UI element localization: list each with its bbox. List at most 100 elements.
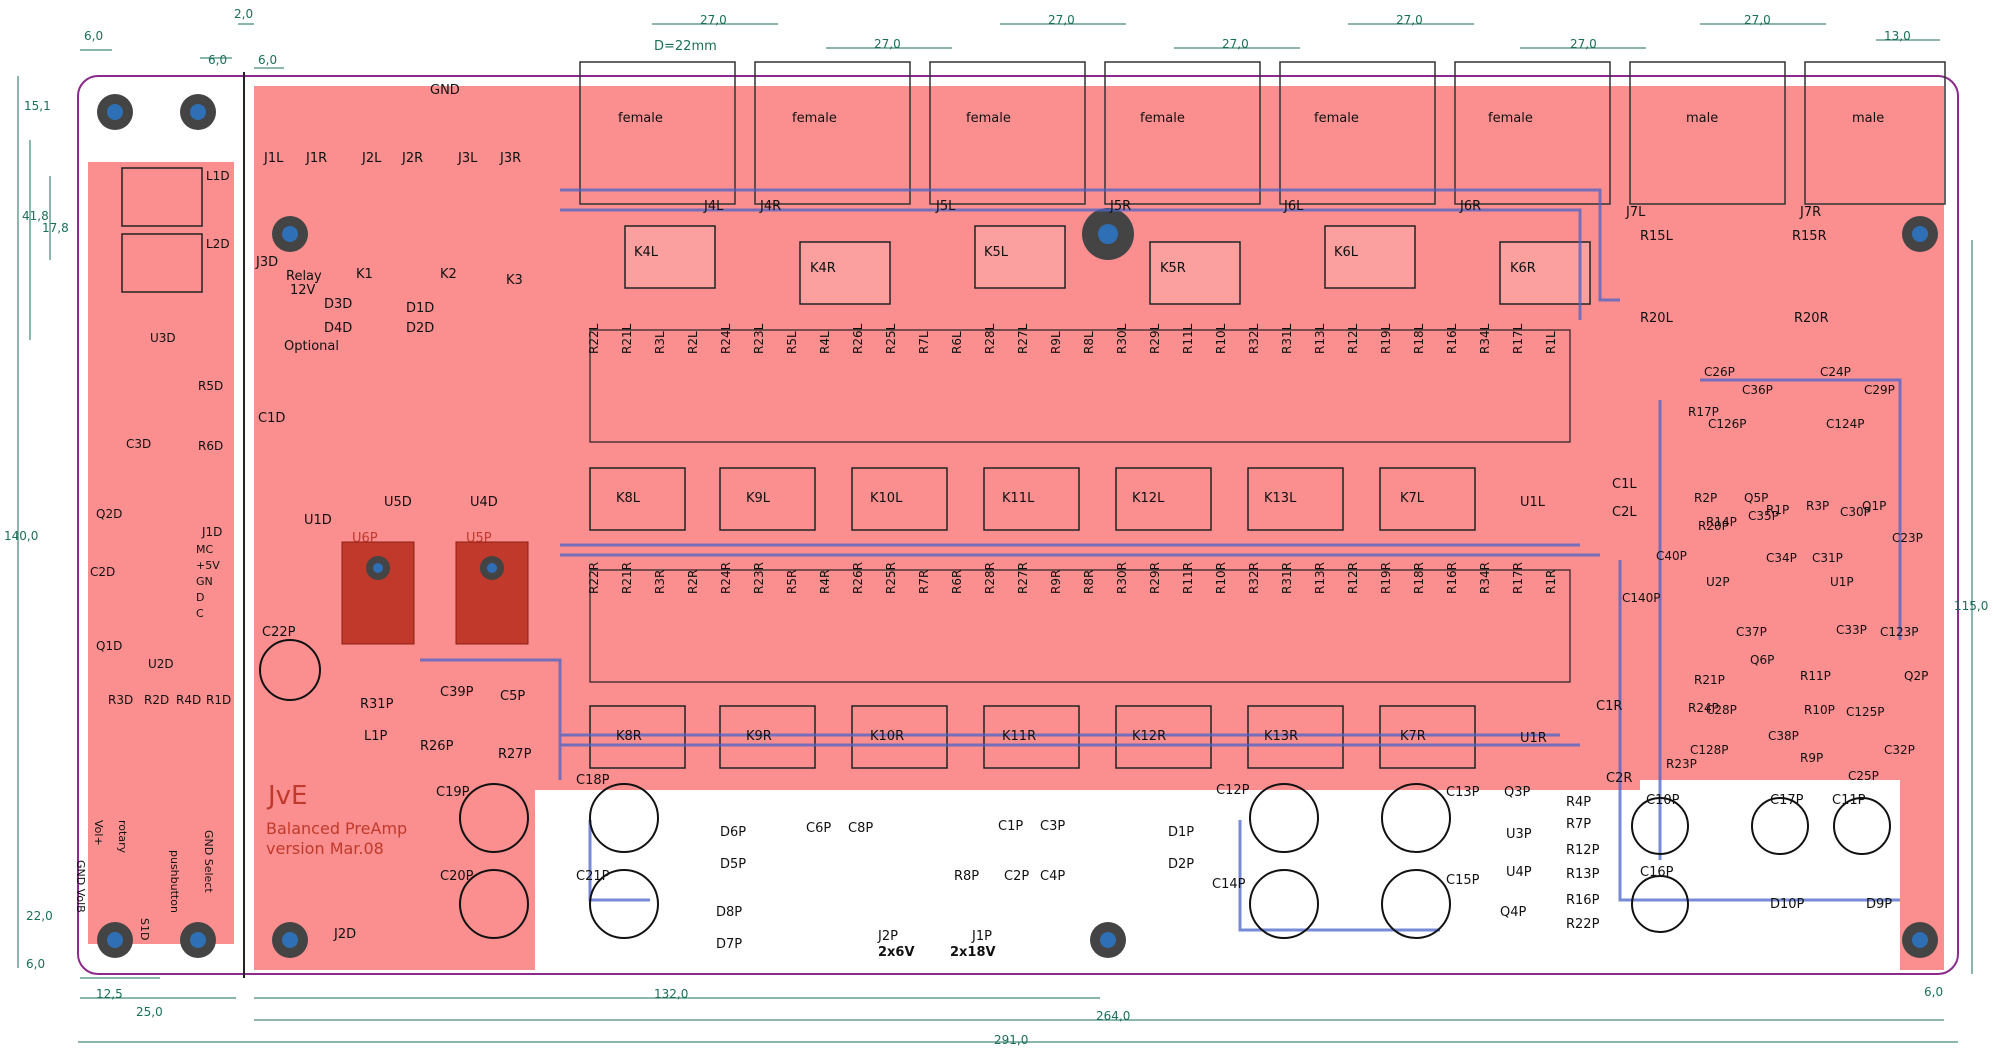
- label-res-r29l: R29L: [1148, 323, 1162, 354]
- label-d1d: D1D: [406, 301, 435, 316]
- dim-left-41-8: 41,8: [22, 209, 49, 223]
- label-res-r16l: R16L: [1445, 323, 1459, 354]
- label-res-r4l: R4L: [818, 331, 832, 354]
- dim-left-15: 15,1: [24, 99, 51, 113]
- label-res-r28l: R28L: [983, 323, 997, 354]
- label-d3d: D3D: [324, 297, 353, 312]
- label-res-r26l: R26L: [851, 323, 865, 354]
- label-res-r21r: R21R: [620, 562, 634, 594]
- label-part-r24p: R24P: [1688, 701, 1719, 715]
- label-part-c128p: C128P: [1690, 743, 1729, 757]
- label-res-r25r: R25R: [884, 562, 898, 594]
- label-c11p: C11P: [1832, 793, 1866, 808]
- label-u1d: U1D: [304, 513, 332, 528]
- label-res-r28r: R28R: [983, 562, 997, 594]
- label-part-c26p: C26P: [1704, 365, 1735, 379]
- label-u4d: U4D: [470, 495, 498, 510]
- label-k5l: K5L: [984, 245, 1009, 260]
- label-display-l2d: L2D: [206, 237, 230, 251]
- label-j1d-pin: D: [196, 591, 205, 604]
- label-r16p: R16P: [1566, 893, 1600, 908]
- label-part-q5p: Q5P: [1744, 491, 1769, 505]
- label-c6p: C6P: [806, 821, 832, 836]
- label-res-r5l: R5L: [785, 331, 799, 354]
- label-part-c23p: C23P: [1892, 531, 1923, 545]
- label-jack-female-4: female: [1140, 111, 1185, 126]
- dim-right-115: 115,0: [1954, 599, 1989, 613]
- label-res-r13r: R13R: [1313, 562, 1327, 594]
- dim-left-17-8: 17,8: [42, 221, 69, 235]
- label-res-r7l: R7L: [917, 331, 931, 354]
- label-part-r23p: R23P: [1666, 757, 1697, 771]
- dim-spacing-2: 27,0: [874, 37, 901, 51]
- label-u5d: U5D: [384, 495, 412, 510]
- label-r8p: R8P: [954, 869, 980, 884]
- label-j1p-v: 2x18V: [950, 945, 996, 960]
- label-part-r1p: R1P: [1766, 503, 1790, 517]
- label-part-c24p: C24P: [1820, 365, 1851, 379]
- label-res-r1r: R1R: [1544, 569, 1558, 594]
- label-part-c123p: C123P: [1880, 625, 1919, 639]
- label-j3d: J3D: [256, 255, 279, 270]
- label-display-c2d: C2D: [90, 565, 116, 579]
- label-part-c38p: C38P: [1768, 729, 1799, 743]
- label-res-r23r: R23R: [752, 562, 766, 594]
- label-r15r: R15R: [1792, 229, 1827, 244]
- label-res-r27r: R27R: [1016, 562, 1030, 594]
- label-side-text: GND VolB: [74, 860, 87, 913]
- label-j2p-v: 2x6V: [878, 945, 915, 960]
- label-part-r11p: R11P: [1800, 669, 1831, 683]
- label-part-c28p: C28P: [1706, 703, 1737, 717]
- label-j1d-pin: GN: [196, 575, 213, 588]
- resistor-rows: [589, 329, 1571, 683]
- dim-left-6b: 6,0: [26, 957, 46, 971]
- label-part-r17p: R17P: [1688, 405, 1719, 419]
- label-k3: K3: [506, 273, 523, 288]
- label-c20p: C20P: [440, 869, 474, 884]
- label-res-r8l: R8L: [1082, 331, 1096, 354]
- label-k2: K2: [440, 267, 457, 282]
- label-display-r3d: R3D: [108, 693, 134, 707]
- label-k13r: K13R: [1264, 729, 1299, 744]
- label-side-text: S1D: [138, 918, 151, 941]
- label-display-j1d: J1D: [202, 525, 223, 539]
- dim-top-2: 2,0: [234, 7, 254, 21]
- label-u4p: U4P: [1506, 865, 1532, 880]
- label-j1r: J1R: [306, 151, 328, 166]
- label-res-r2l: R2L: [686, 331, 700, 354]
- label-c1r: C1R: [1596, 699, 1623, 714]
- label-j1l: J1L: [264, 151, 284, 166]
- label-r20l: R20L: [1640, 311, 1673, 326]
- label-u6p: U6P: [352, 531, 378, 546]
- label-c1l: C1L: [1612, 477, 1637, 492]
- label-part-q6p: Q6P: [1750, 653, 1775, 667]
- label-k8r: K8R: [616, 729, 642, 744]
- label-r26p: R26P: [420, 739, 454, 754]
- label-k11l: K11L: [1002, 491, 1035, 506]
- dim-right-13: 13,0: [1884, 29, 1911, 43]
- dim-spacing-3: 27,0: [1048, 13, 1075, 27]
- label-k9l: K9L: [746, 491, 771, 506]
- label-d2d: D2D: [406, 321, 435, 336]
- label-c19p: C19P: [436, 785, 470, 800]
- label-part-c25p: C25P: [1848, 769, 1879, 783]
- label-res-r32l: R32L: [1247, 323, 1261, 354]
- label-j1d-pin: MC: [196, 543, 214, 556]
- label-q4p: Q4P: [1500, 905, 1527, 920]
- board-subtitle: Balanced PreAmp: [266, 819, 408, 838]
- dim-left-22: 22,0: [26, 909, 53, 923]
- label-d5p: D5P: [720, 857, 747, 872]
- label-k12r: K12R: [1132, 729, 1167, 744]
- label-res-r9r: R9R: [1049, 569, 1063, 594]
- label-part-c126p: C126P: [1708, 417, 1747, 431]
- label-res-r17r: R17R: [1511, 562, 1525, 594]
- label-part-c140p: C140P: [1622, 591, 1661, 605]
- label-part-c31p: C31P: [1812, 551, 1843, 565]
- label-c16p: C16P: [1640, 865, 1674, 880]
- label-j1p: J1P: [972, 929, 992, 944]
- label-part-c33p: C33P: [1836, 623, 1867, 637]
- label-res-r9l: R9L: [1049, 331, 1063, 354]
- label-c1p: C1P: [998, 819, 1024, 834]
